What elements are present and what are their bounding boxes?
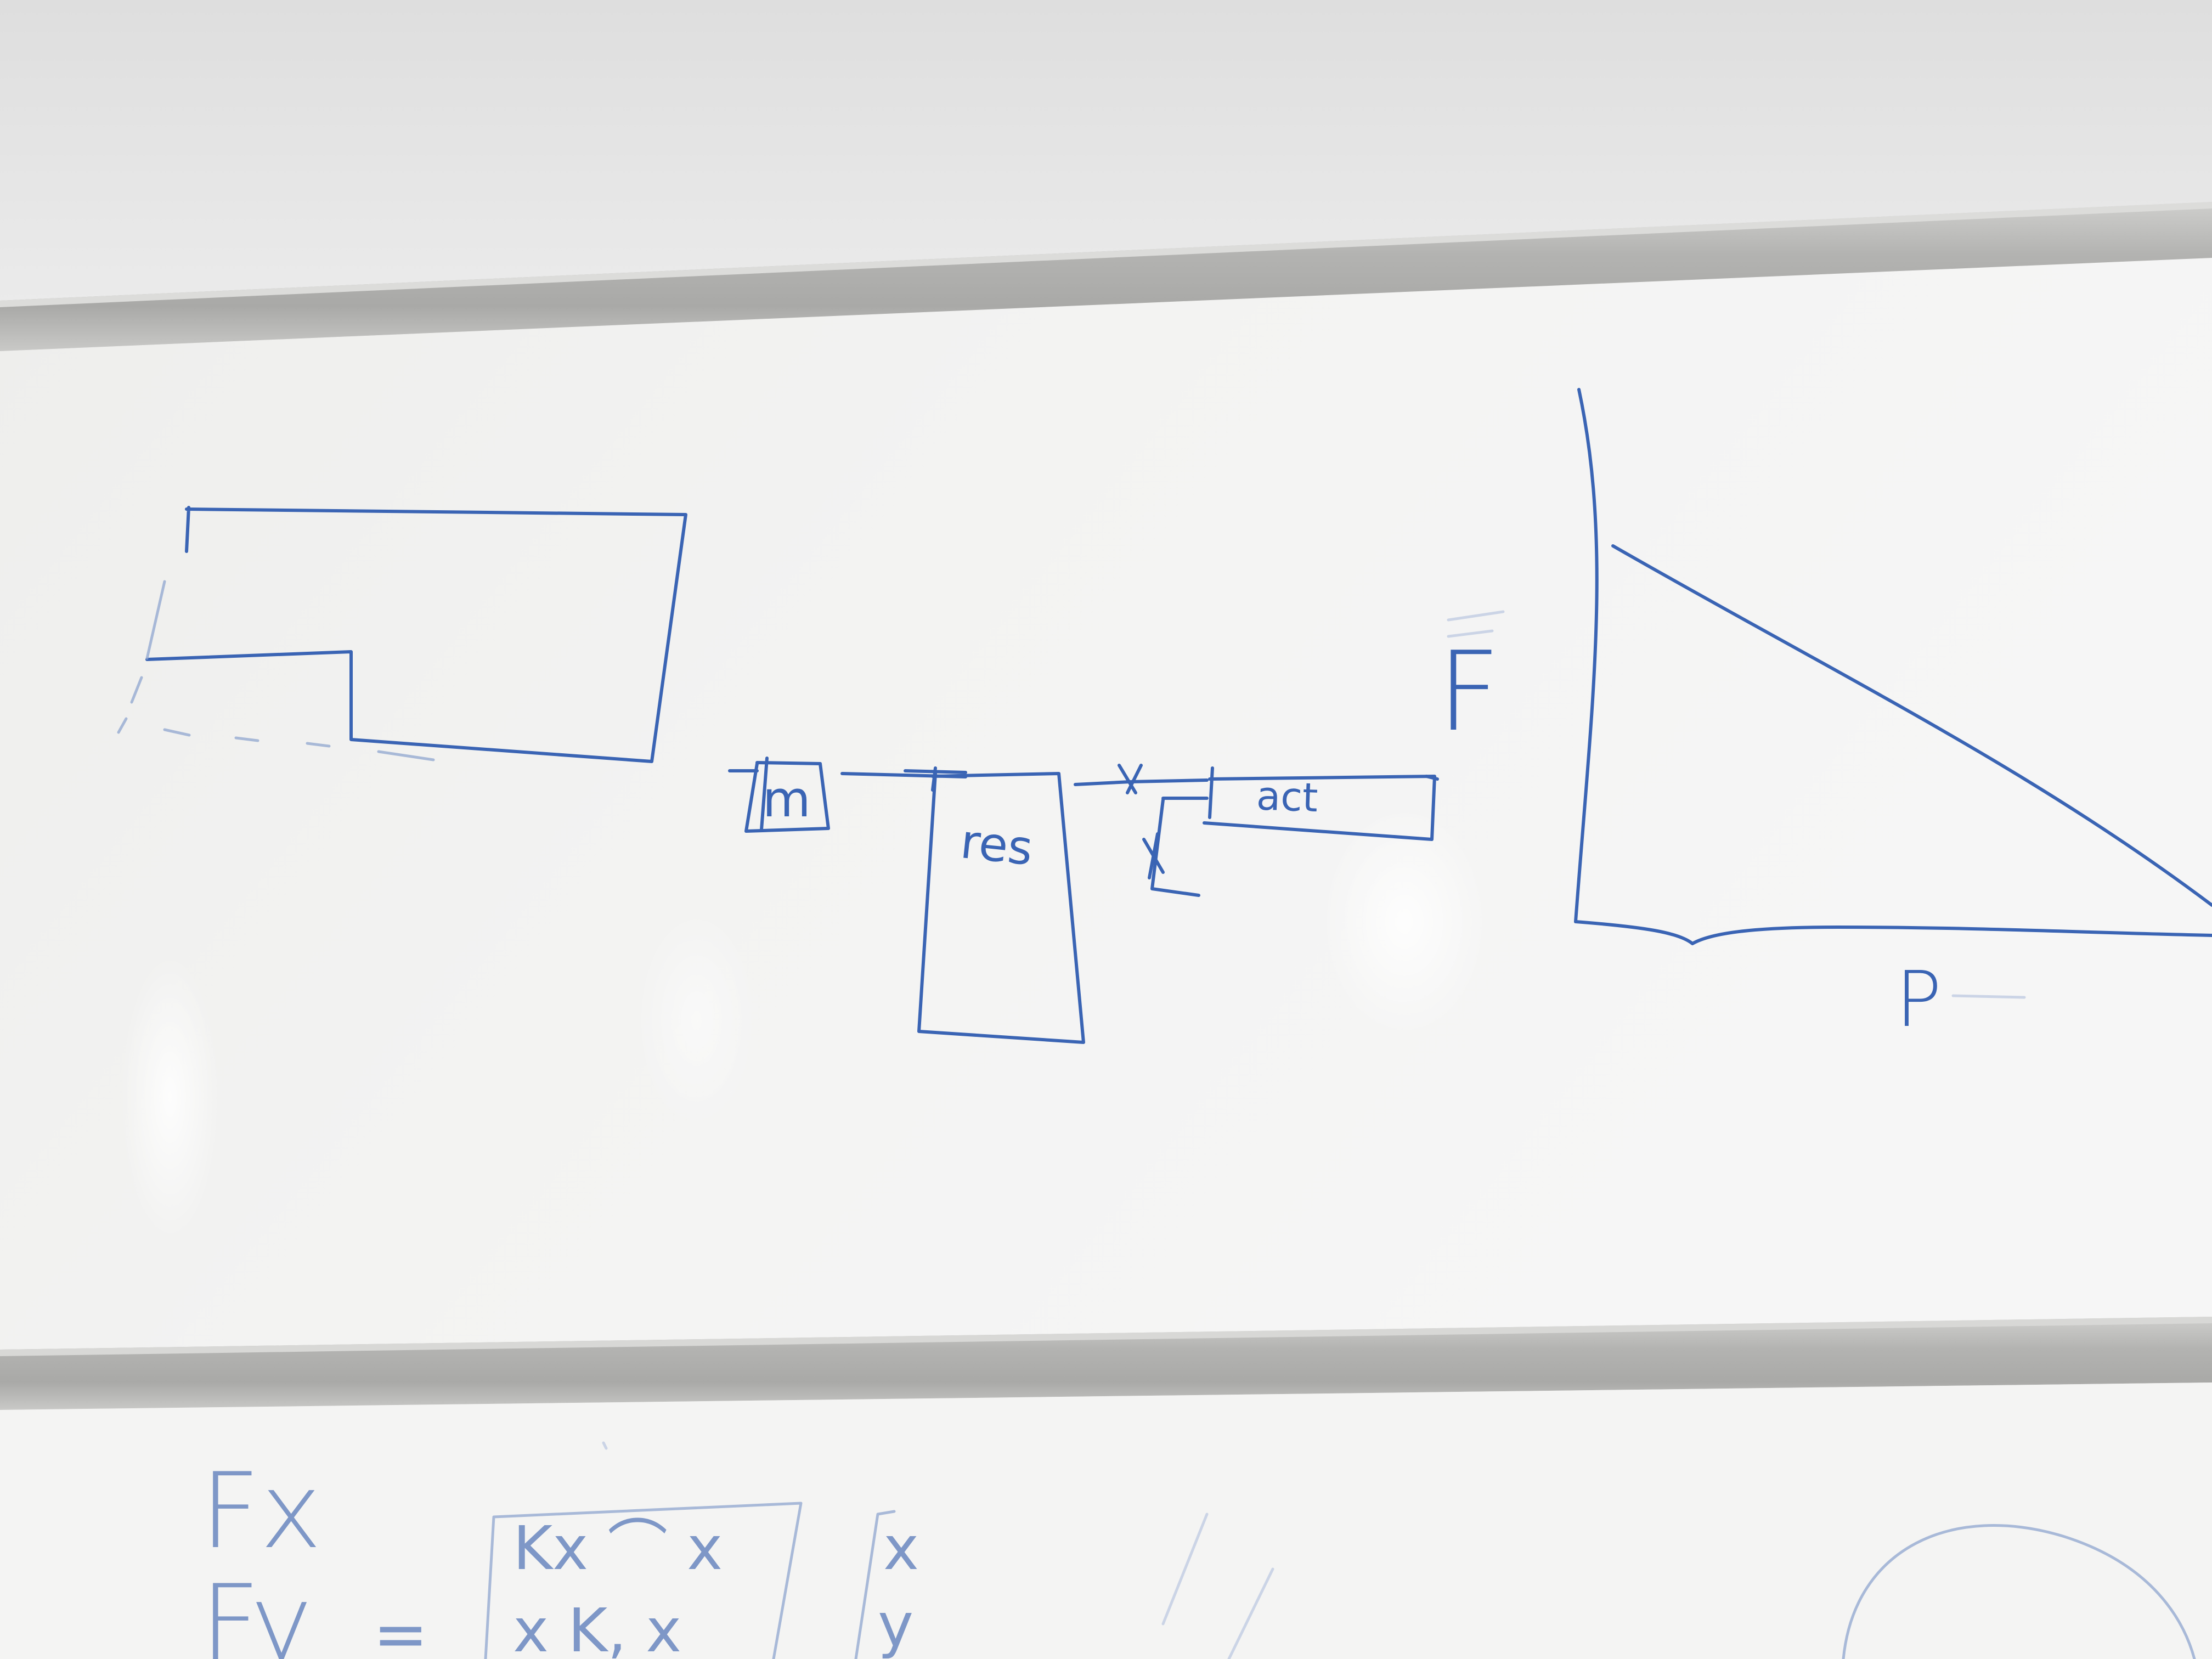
force-power-plot: P <box>1574 388 2212 1045</box>
vector-row-2: y <box>878 1590 913 1659</box>
step-shape-sketch <box>117 506 687 763</box>
matrix-row-1: Kx ⌒ x <box>513 1513 723 1583</box>
vector-row-1: x <box>883 1513 919 1583</box>
upper-board <box>0 258 2212 1355</box>
lower-board-math: Fx Fy = Kx ⌒ x x K, x x y <box>200 1441 2196 1659</box>
mass-block: m <box>744 757 830 833</box>
force-y-label: Fy <box>200 1562 312 1659</box>
top-rail <box>0 202 2212 351</box>
resonator-label: res <box>958 814 1035 876</box>
power-label: P <box>1895 955 1942 1045</box>
actuator-block: act <box>1203 766 1439 841</box>
force-label-group: F <box>1437 610 1505 756</box>
resonator-block: res <box>904 766 1085 1044</box>
actuator-label: act <box>1256 772 1319 821</box>
matrix-row-2: x K, x <box>513 1595 681 1659</box>
mass-label: m <box>763 771 811 828</box>
force-x-label: Fx <box>200 1451 322 1572</box>
equals-sign: = <box>373 1596 428 1659</box>
lower-board <box>0 1383 2212 1659</box>
force-label: F <box>1437 628 1500 756</box>
lower-rail <box>0 1317 2212 1410</box>
spring-symbol <box>1118 764 1209 897</box>
